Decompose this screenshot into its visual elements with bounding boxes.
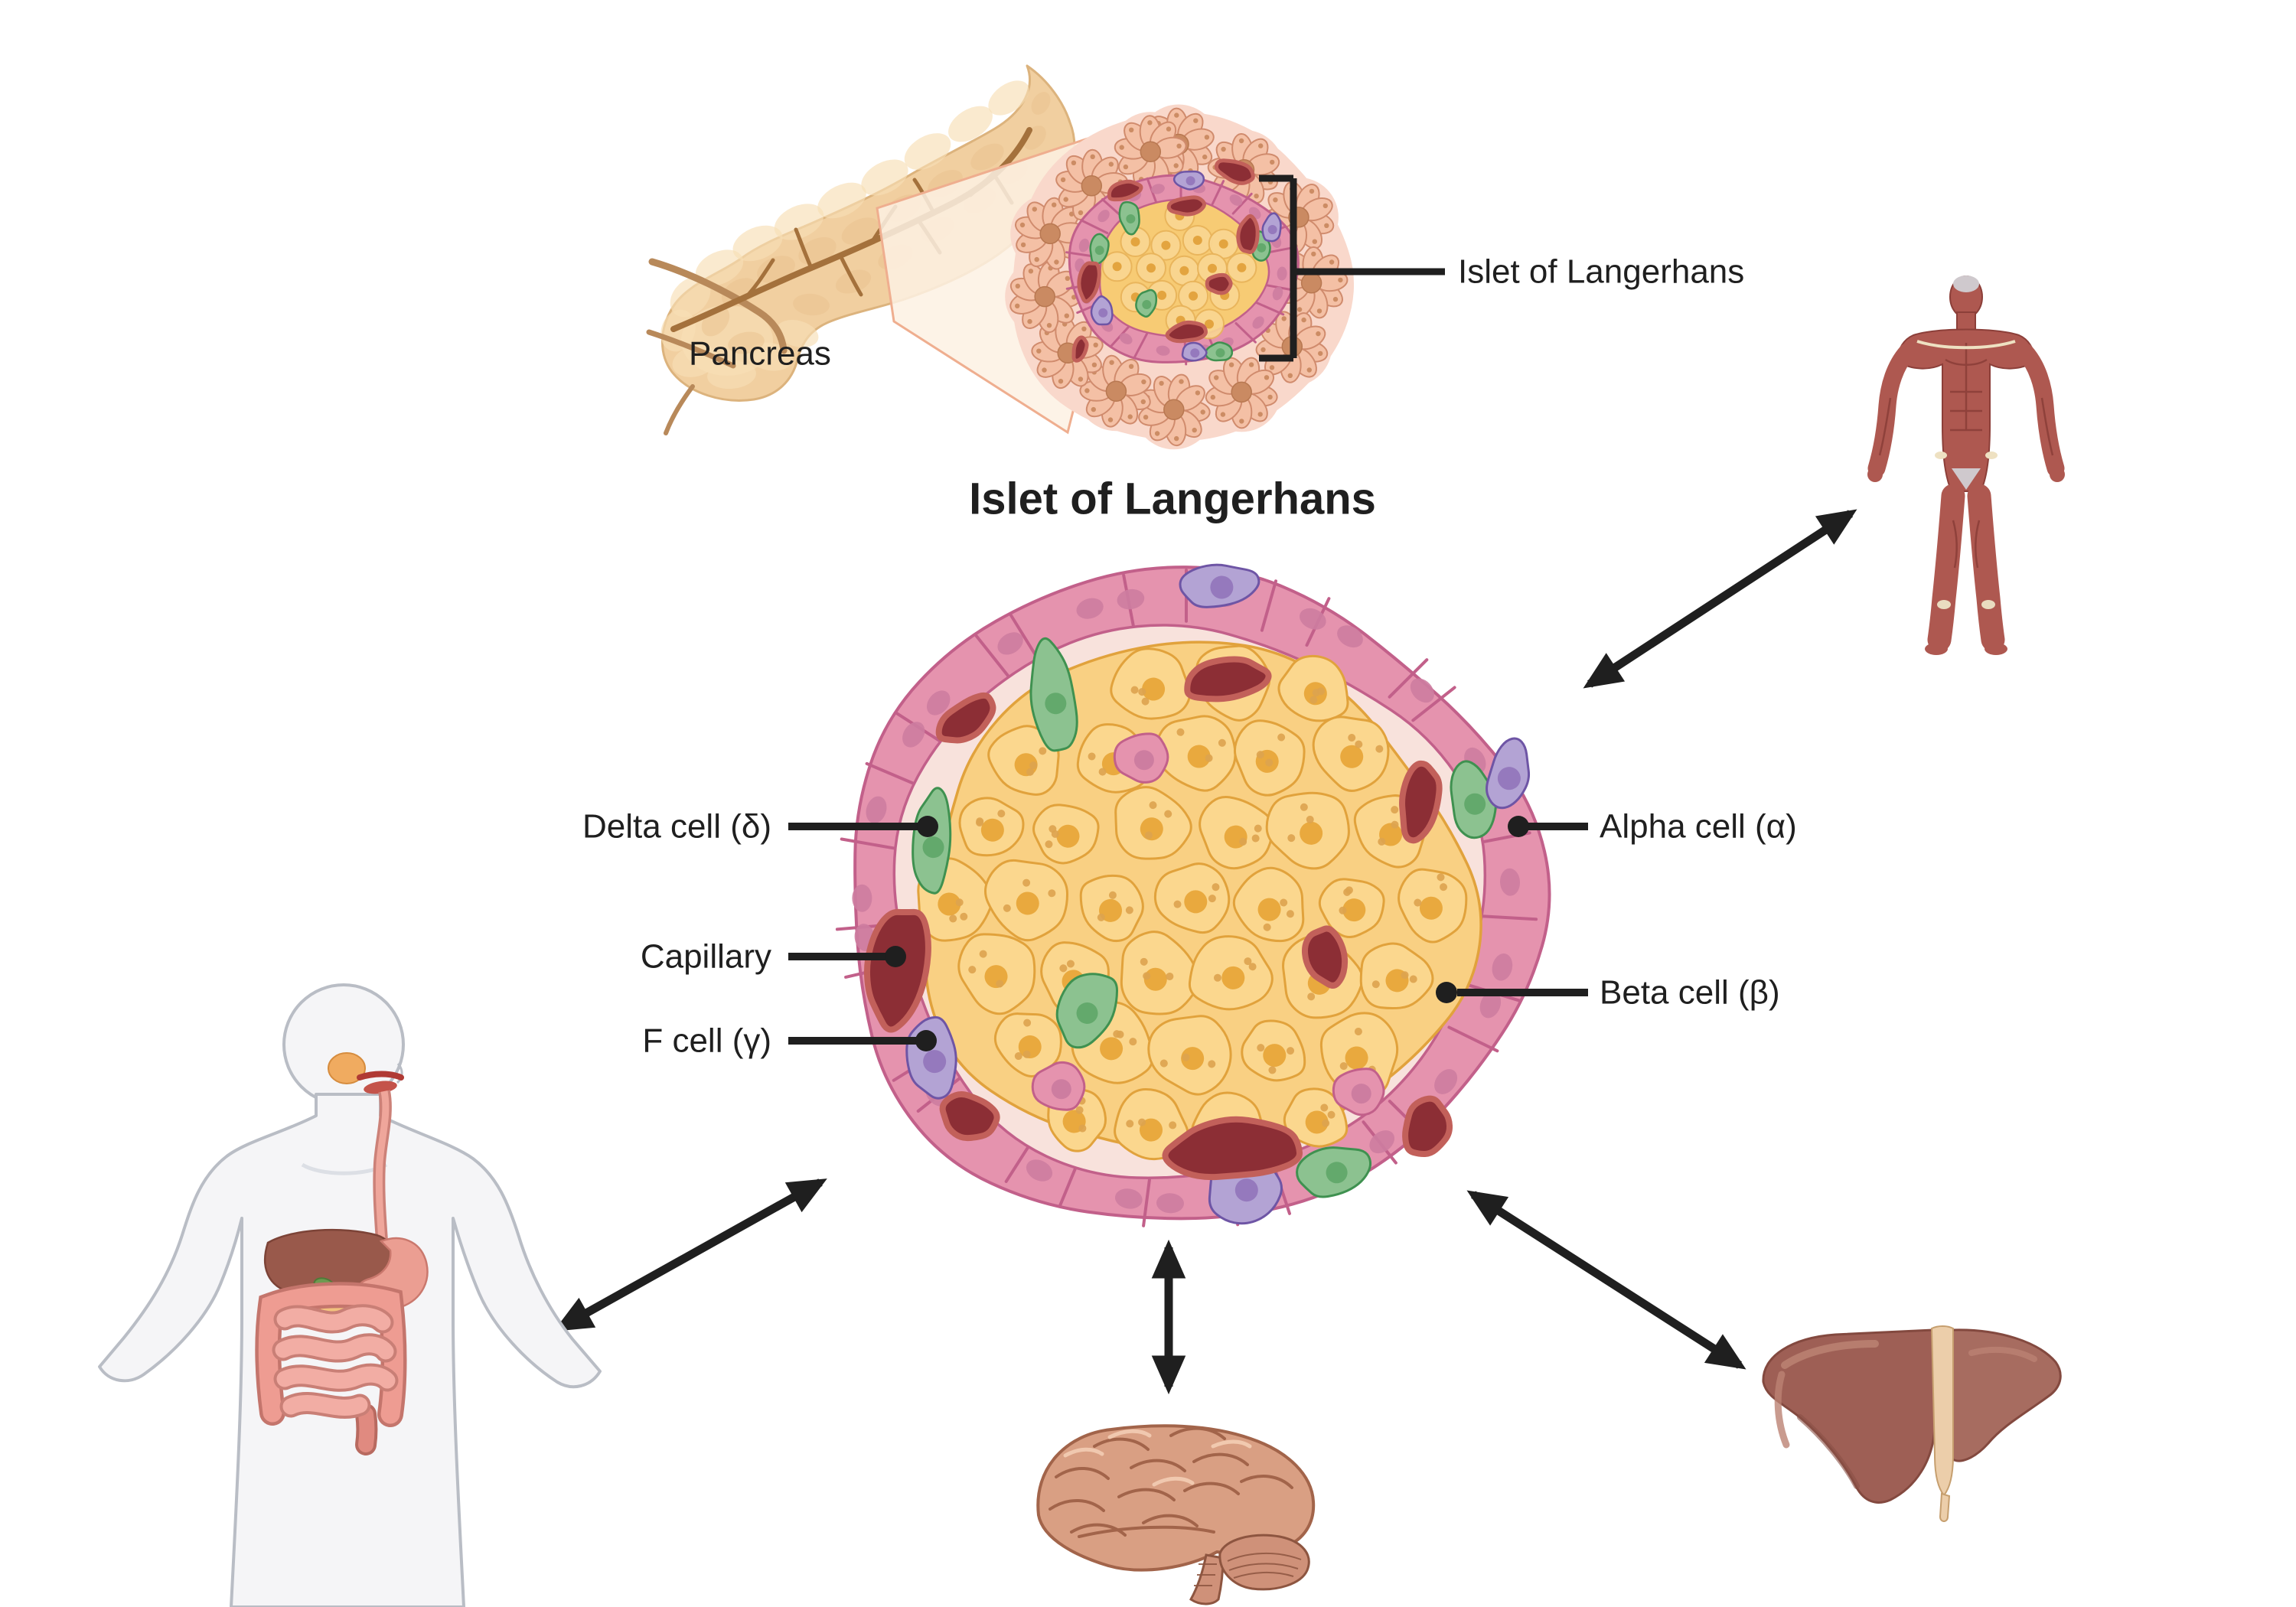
f-cell-pointer-dot (915, 1030, 937, 1051)
inset-callout-label: Islet of Langerhans (1458, 253, 1744, 291)
beta-cell (1397, 868, 1468, 944)
capillary (1165, 320, 1208, 344)
arrow-to-body (553, 1178, 827, 1332)
arrow-to-liver (1466, 1190, 1746, 1370)
alpha-cell-interior (1113, 732, 1169, 784)
beta-cell (1241, 1019, 1306, 1082)
capillary (863, 908, 931, 1033)
beta-cell (984, 859, 1068, 942)
capillary-label: Capillary (641, 938, 771, 976)
delta-cell (1029, 637, 1078, 752)
beta-cell (1359, 942, 1434, 1010)
f-cell (1090, 295, 1114, 326)
capillary (1301, 925, 1349, 989)
beta-cell (1199, 796, 1274, 870)
beta-cell (1153, 862, 1231, 934)
alpha-cell-label: Alpha cell (α) (1600, 808, 1797, 846)
beta-cell (1032, 804, 1100, 865)
leader-lines (788, 823, 1588, 1045)
f-cell (1172, 170, 1205, 191)
capillary (1071, 335, 1089, 363)
brain-icon (1036, 1424, 1316, 1605)
capillary (1162, 1116, 1303, 1181)
alpha-cell-interior (1332, 1068, 1385, 1116)
capillary-pointer-dot (885, 946, 906, 967)
beta-cell (1277, 654, 1349, 722)
delta-cell-label: Delta cell (δ) (582, 808, 771, 846)
delta-cell (1296, 1146, 1372, 1198)
beta-cell (1155, 715, 1237, 792)
muscular-system-figure-icon (1867, 275, 2065, 655)
capillary (1077, 261, 1101, 304)
acinar-cluster (1205, 357, 1278, 429)
delta-cell (1450, 760, 1498, 839)
beta-cell (1110, 647, 1192, 720)
pancreas-illustration (646, 64, 1076, 435)
beta-cell (1188, 935, 1274, 1011)
beta-cell (1232, 866, 1305, 943)
beta-cell (958, 797, 1025, 857)
acinar-cluster (1079, 354, 1152, 428)
organ-arrows (553, 509, 1857, 1395)
capillary (1205, 272, 1233, 295)
f-cell (1179, 563, 1261, 608)
delta-cell-pointer-dot (917, 816, 938, 837)
capillary (1402, 1095, 1453, 1157)
f-cell-label: F cell (γ) (642, 1022, 771, 1060)
inset-callout-bracket (1259, 174, 1445, 362)
digestive-system-body-icon (98, 983, 602, 1607)
capillary (1214, 158, 1255, 185)
beta-cell (1114, 786, 1192, 860)
beta-cell (1147, 1015, 1232, 1096)
capillary (1166, 195, 1207, 217)
capillary (1184, 656, 1272, 702)
leader-dots (885, 816, 1529, 1051)
beta-cell (1265, 791, 1350, 870)
f-cell (1261, 212, 1282, 243)
delta-cell (1089, 233, 1110, 265)
delta-cell (912, 787, 952, 895)
beta-cell (987, 725, 1060, 796)
alpha-cell-pointer-dot (1508, 816, 1529, 837)
delta-cell (1118, 200, 1140, 236)
main-islet-title: Islet of Langerhans (969, 474, 1376, 524)
beta-cell-pointer-dot (1436, 982, 1457, 1003)
delta-cell (1055, 973, 1118, 1049)
beta-cell (957, 933, 1036, 1015)
alpha-cell-interior (1031, 1061, 1086, 1111)
beta-cell (1312, 715, 1390, 792)
pancreas-label: Pancreas (689, 335, 831, 373)
beta-cell (1114, 1087, 1189, 1161)
cell-annotations: Delta cell (δ) Capillary F cell (γ) Alph… (582, 808, 1797, 1060)
beta-cell (1079, 874, 1144, 943)
acinar-cluster (1009, 260, 1082, 334)
capillary (1236, 214, 1260, 255)
arrow-to-muscle (1583, 509, 1857, 689)
f-cell (1181, 341, 1208, 362)
liver-icon (1762, 1325, 2062, 1522)
capillary (1399, 760, 1443, 844)
f-cell (1486, 737, 1531, 810)
beta-cell (1318, 878, 1385, 938)
islet-of-langerhans-illustration (835, 563, 1551, 1227)
beta-cell (1233, 719, 1306, 797)
capillary (1107, 179, 1143, 202)
delta-cell (1135, 288, 1158, 318)
mini-islet (1065, 158, 1300, 366)
capillary (935, 692, 996, 744)
beta-cell-label: Beta cell (β) (1600, 974, 1780, 1012)
capillary (939, 1091, 1000, 1142)
